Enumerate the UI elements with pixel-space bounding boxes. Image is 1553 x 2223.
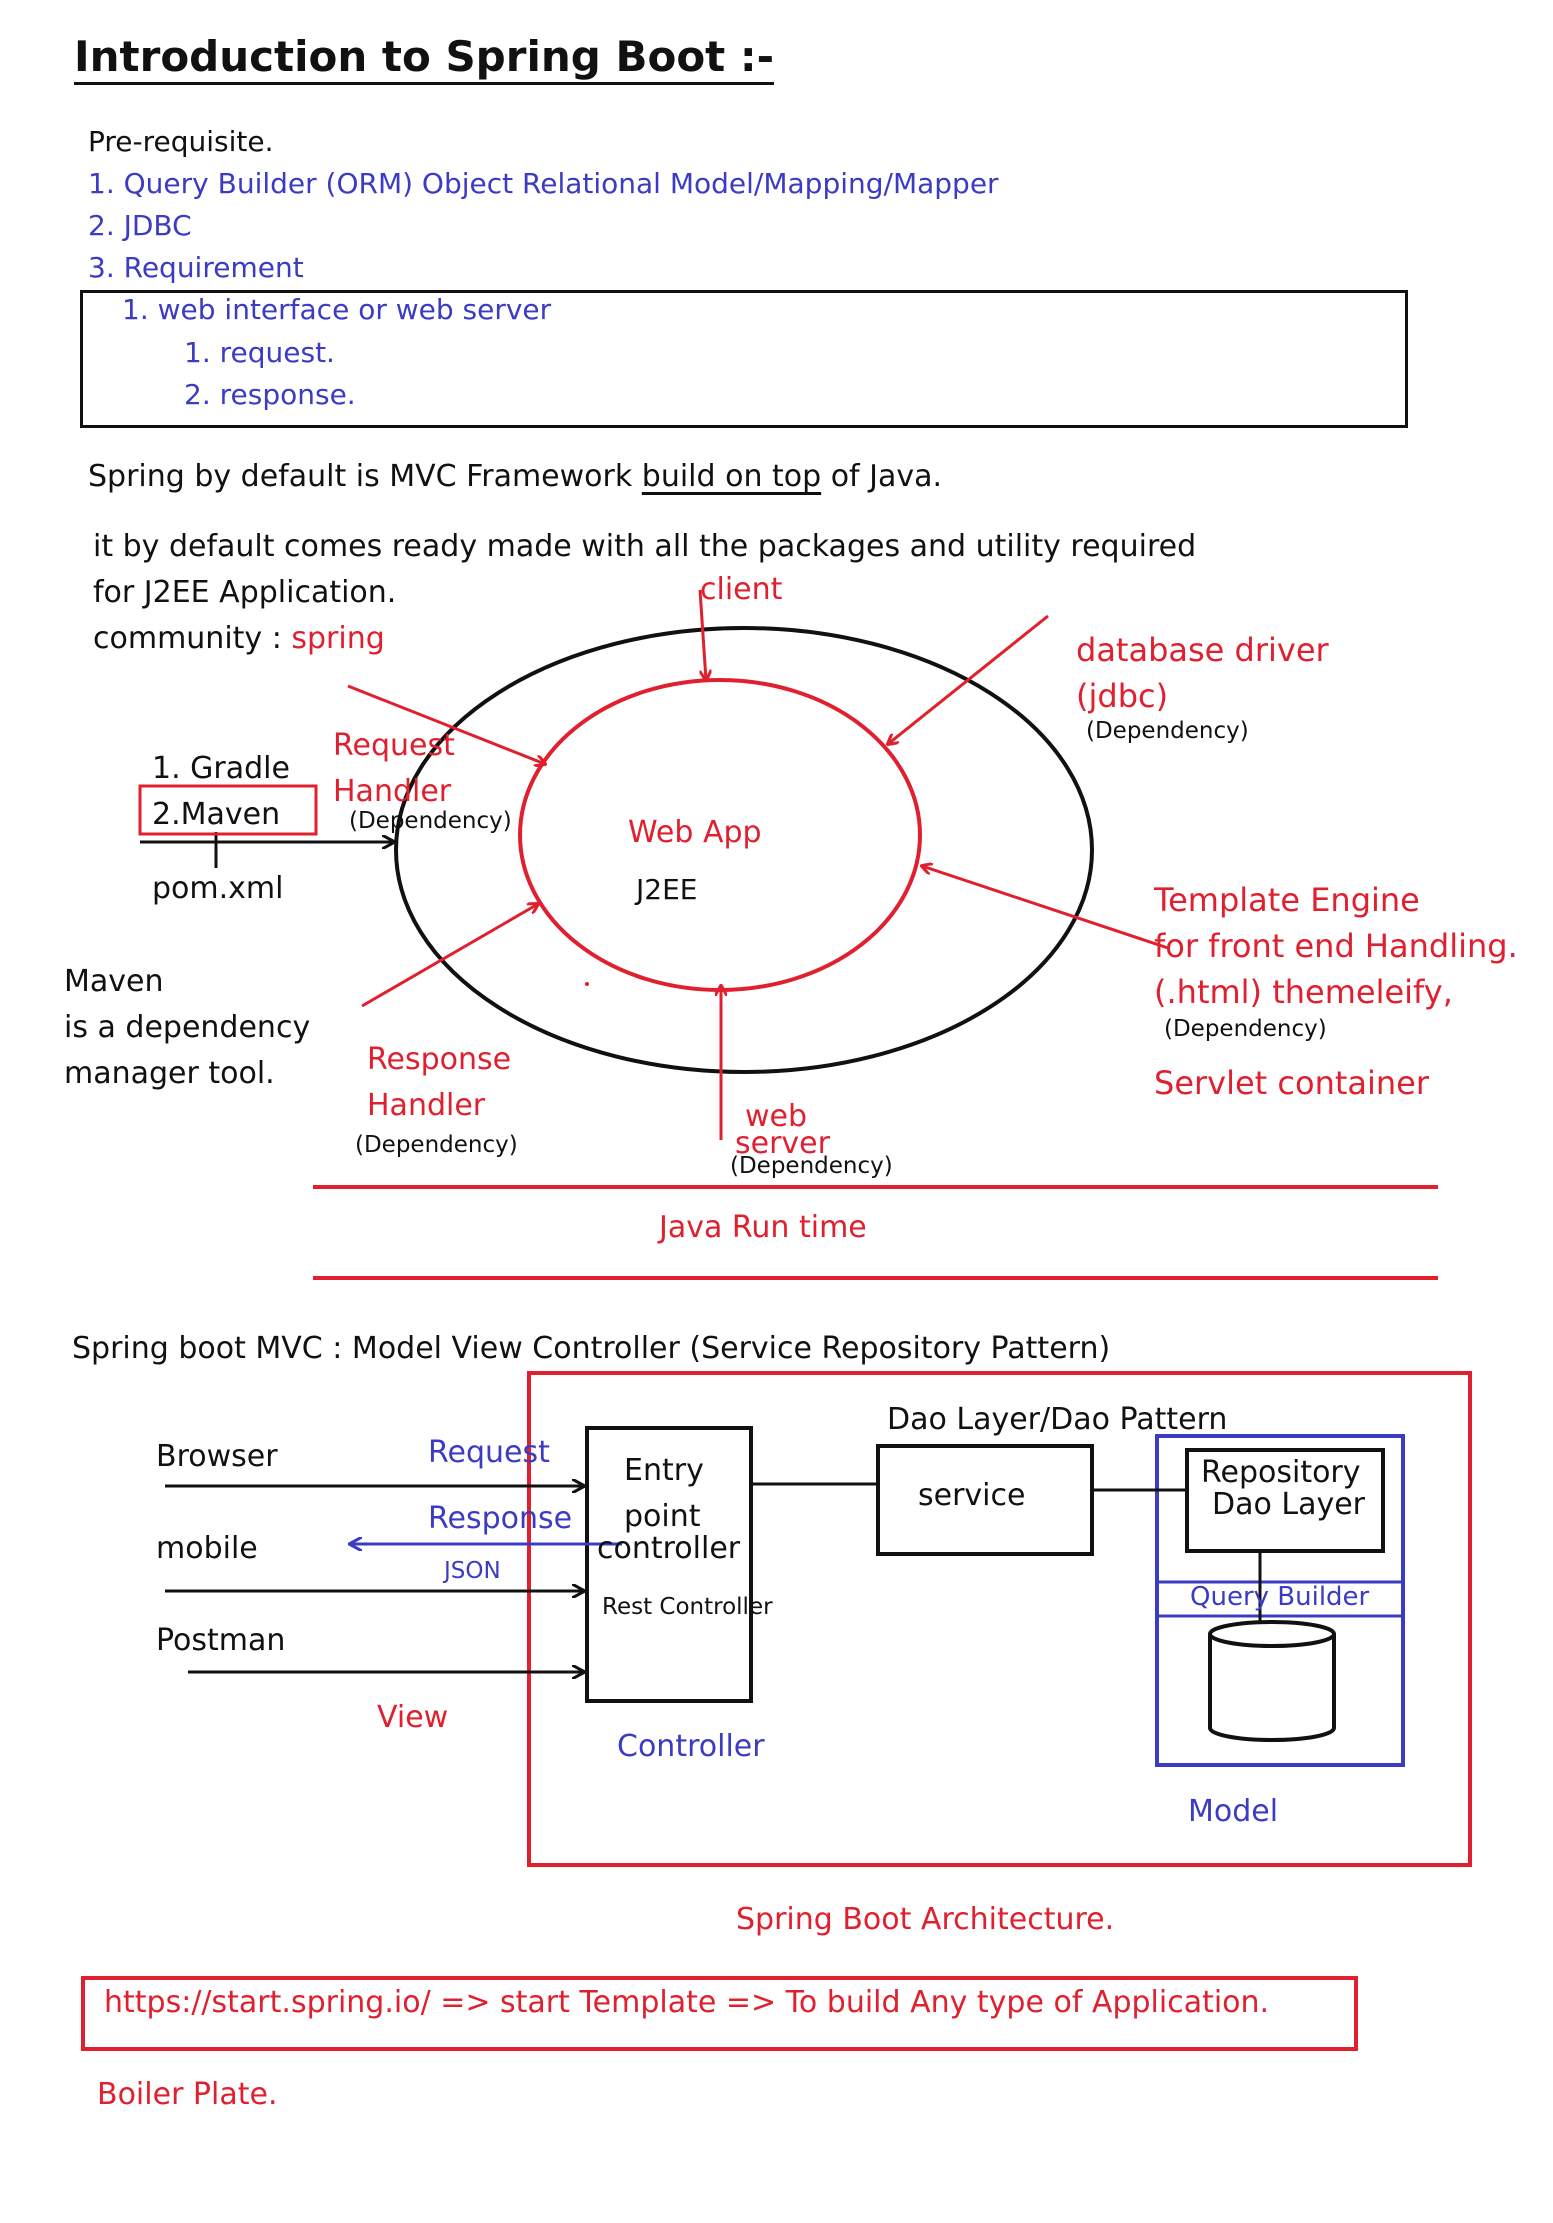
request-handler-label-2: Handler (333, 774, 452, 809)
architecture-frame (527, 1371, 1472, 1867)
spring-mvc-line-end: of Java. (821, 459, 943, 494)
jdbc-label: (jdbc) (1076, 677, 1169, 715)
mobile-label: mobile (156, 1531, 258, 1566)
response-handler-label-2: Handler (367, 1088, 486, 1123)
maven-label: 2.Maven (152, 797, 281, 832)
prereq-item-3: 3. Requirement (88, 251, 304, 284)
response-handler-label-1: Response (367, 1042, 512, 1077)
java-runtime-label: Java Run time (659, 1210, 867, 1245)
front-end-label: for front end Handling. (1154, 927, 1518, 965)
dao-layer-label: Dao Layer/Dao Pattern (887, 1402, 1228, 1437)
database-cylinder-top (1208, 1620, 1336, 1648)
maven-desc-2: is a dependency (64, 1010, 311, 1045)
db-dependency-label: (Dependency) (1086, 718, 1249, 744)
repository-box (1185, 1448, 1385, 1553)
view-label: View (377, 1700, 449, 1735)
community-line: community : spring (93, 624, 385, 654)
request-handler-label-1: Request (333, 728, 455, 763)
spring-mvc-line-start: Spring by default is MVC Framework (88, 459, 642, 494)
entry-point-box (585, 1426, 753, 1703)
j2ee-label: J2EE (636, 873, 698, 906)
point-label: point (624, 1499, 701, 1534)
requirement-response: 2. response. (184, 378, 356, 411)
desc-line-1: it by default comes ready made with all … (93, 529, 1197, 564)
service-box (876, 1444, 1094, 1556)
rest-controller-label: Rest Controller (602, 1594, 773, 1620)
boiler-plate-label: Boiler Plate. (97, 2077, 278, 2112)
web-dependency-label: (Dependency) (730, 1153, 893, 1179)
community-value: spring (291, 621, 385, 656)
db-driver-arrow (888, 614, 1049, 744)
pom-label: pom.xml (152, 871, 284, 906)
spring-mvc-line: Spring by default is MVC Framework build… (88, 462, 942, 492)
query-builder-label: Query Builder (1190, 1582, 1370, 1612)
client-arrow (698, 589, 706, 680)
servlet-container-label: Servlet container (1154, 1064, 1430, 1102)
server-label: server (735, 1126, 830, 1161)
template-dependency-label: (Dependency) (1164, 1016, 1327, 1042)
response-arrow (361, 904, 538, 1008)
request-label: Request (428, 1435, 550, 1470)
web-app-label: Web App (628, 815, 762, 850)
web-label: web (745, 1099, 808, 1134)
browser-label: Browser (156, 1439, 278, 1474)
stray-dot (585, 982, 589, 986)
mvc-heading: Spring boot MVC : Model View Controller … (72, 1331, 1111, 1366)
community-label: community : (93, 621, 292, 656)
template-engine-label: Template Engine (1154, 881, 1420, 919)
spring-mvc-line-underlined: build on top (641, 459, 822, 494)
prereq-heading: Pre-requisite. (88, 125, 274, 158)
maven-highlight-box (138, 784, 318, 836)
maven-desc-1: Maven (64, 964, 164, 999)
outer-ellipse (394, 626, 1094, 1074)
query-builder-band (1155, 1580, 1405, 1618)
controller-box-label: controller (597, 1531, 741, 1566)
prereq-item-1: 1. Query Builder (ORM) Object Relational… (88, 167, 999, 200)
controller-label: Controller (617, 1729, 765, 1764)
requirement-box (80, 290, 1408, 428)
request-arrow (347, 684, 545, 764)
entry-label: Entry (624, 1453, 704, 1488)
request-dependency-label: (Dependency) (349, 808, 512, 834)
requirement-main: 1. web interface or web server (122, 293, 552, 326)
client-label: client (700, 572, 783, 607)
start-spring-link[interactable]: https://start.spring.io/ => start Templa… (104, 1985, 1270, 2020)
response-dependency-label: (Dependency) (355, 1132, 518, 1158)
gradle-label: 1. Gradle (152, 751, 290, 786)
page-title: Introduction to Spring Boot :- (74, 36, 775, 85)
maven-desc-3: manager tool. (64, 1056, 275, 1091)
database-driver-label: database driver (1076, 631, 1329, 669)
response-label: Response (428, 1501, 573, 1536)
repository-label: Repository (1201, 1455, 1361, 1490)
prereq-item-2: 2. JDBC (88, 209, 192, 242)
start-spring-box (81, 1976, 1358, 2051)
model-label: Model (1188, 1794, 1279, 1829)
json-label: JSON (444, 1558, 501, 1584)
repository-dao-label: Dao Layer (1212, 1487, 1366, 1522)
html-label: (.html) themeleify, (1154, 973, 1453, 1011)
postman-label: Postman (156, 1623, 286, 1658)
desc-line-2: for J2EE Application. (93, 575, 397, 610)
template-arrow (922, 866, 1169, 950)
service-label: service (918, 1478, 1026, 1513)
architecture-label: Spring Boot Architecture. (736, 1902, 1115, 1937)
database-cylinder (1208, 1634, 1336, 1742)
requirement-request: 1. request. (184, 336, 335, 369)
